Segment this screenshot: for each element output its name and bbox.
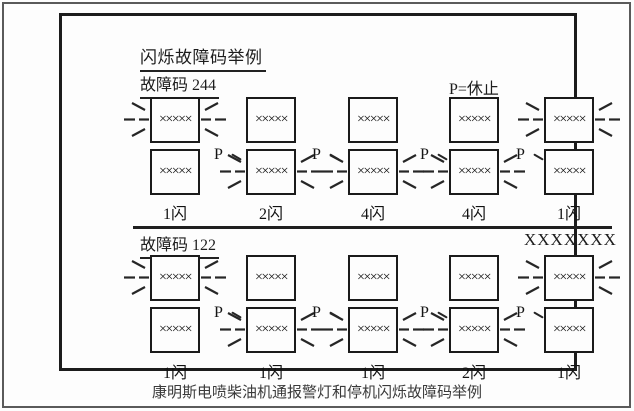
lamp-cell: ×××××: [449, 97, 499, 143]
lamp-box: ×××××: [246, 149, 296, 195]
lamp-cell: ×××××: [150, 149, 200, 195]
lamp-x-text: ×××××: [159, 270, 192, 285]
lamp-box: ×××××: [449, 97, 499, 143]
flash-count-label: 1闪: [556, 365, 581, 382]
lamp-cell: ×××××: [449, 307, 499, 353]
lamp-cell: ×××××: [150, 97, 200, 143]
lamp-cell: ×××××: [544, 307, 594, 353]
lamp-cell: ×××××: [348, 97, 398, 143]
pause-mark: P: [214, 146, 228, 164]
lamp-box: ×××××: [544, 149, 594, 195]
lamp-x-text: ×××××: [553, 322, 586, 337]
lamp-cell: ×××××: [348, 255, 398, 301]
lamp-box: ×××××: [449, 149, 499, 195]
lamp-box: ×××××: [150, 255, 200, 301]
lamp-cell: ×××××: [348, 307, 398, 353]
lamp-x-text: ×××××: [458, 112, 491, 127]
pause-mark: P: [516, 304, 530, 322]
lamp-x-text: ×××××: [255, 322, 288, 337]
lamp-box: ×××××: [246, 255, 296, 301]
lamp-x-text: ×××××: [357, 270, 390, 285]
lamp-box: ×××××: [348, 149, 398, 195]
flash-count-label: 1闪: [162, 206, 187, 223]
lamp-cell: ×××××: [150, 255, 200, 301]
flash-count-label: 1闪: [258, 365, 283, 382]
lamp-box: ×××××: [544, 255, 594, 301]
lamp-box: ×××××: [449, 307, 499, 353]
lamp-box: ×××××: [544, 97, 594, 143]
lamp-box: ×××××: [449, 255, 499, 301]
flash-count-label: 2闪: [258, 206, 283, 223]
flash-count-label: 1闪: [360, 365, 385, 382]
lamp-cell: ×××××: [246, 307, 296, 353]
lamp-x-text: ×××××: [159, 322, 192, 337]
lamp-x-text: ×××××: [357, 112, 390, 127]
lamp-cell: ×××××: [544, 255, 594, 301]
flash-count-label: 4闪: [461, 206, 486, 223]
lamp-box: ×××××: [348, 97, 398, 143]
pause-mark: P: [516, 146, 530, 164]
lamp-x-text: ×××××: [553, 164, 586, 179]
lamp-x-text: ×××××: [255, 270, 288, 285]
lamp-cell: ×××××: [449, 149, 499, 195]
lamp-x-text: ×××××: [255, 112, 288, 127]
lamp-cell: ×××××: [544, 149, 594, 195]
lamp-cell: ×××××: [544, 97, 594, 143]
pause-mark: P: [214, 304, 228, 322]
diagram-frame: 闪烁故障码举例 故障码 244 P=休止 ××××× ××××× ××××× ×…: [59, 13, 577, 382]
pause-mark: P: [420, 146, 434, 164]
lamp-cell: ×××××: [246, 149, 296, 195]
flash-count-label: 2闪: [461, 365, 486, 382]
lamp-box: ×××××: [150, 97, 200, 143]
lamp-box: ×××××: [348, 307, 398, 353]
flash-count-label: 1闪: [162, 365, 187, 382]
lamp-x-text: ×××××: [357, 164, 390, 179]
lamp-box: ×××××: [246, 97, 296, 143]
lamp-box: ×××××: [150, 307, 200, 353]
lamp-box: ×××××: [150, 149, 200, 195]
lamp-x-text: ×××××: [159, 164, 192, 179]
section-separator: [133, 226, 612, 229]
pause-mark: P: [312, 304, 326, 322]
lamp-x-text: ×××××: [553, 270, 586, 285]
lamp-x-text: ×××××: [255, 164, 288, 179]
lamp-x-text: ×××××: [458, 322, 491, 337]
placeholder-x-text: XXXXXXX: [524, 230, 617, 249]
lamp-x-text: ×××××: [458, 164, 491, 179]
fault-code-244-label: 故障码 244: [140, 71, 220, 99]
lamp-cell: ×××××: [246, 97, 296, 143]
lamp-box: ×××××: [544, 307, 594, 353]
lamp-cell: ×××××: [348, 149, 398, 195]
figure-caption: 康明斯电喷柴油机通报警灯和停机闪烁故障码举例: [151, 384, 482, 401]
lamp-box: ×××××: [348, 255, 398, 301]
lamp-box: ×××××: [246, 307, 296, 353]
pause-mark: P: [312, 146, 326, 164]
pause-mark: P: [420, 304, 434, 322]
lamp-x-text: ×××××: [159, 112, 192, 127]
lamp-cell: ×××××: [246, 255, 296, 301]
flash-count-label: 1闪: [556, 206, 581, 223]
lamp-x-text: ×××××: [553, 112, 586, 127]
flash-count-label: 4闪: [360, 206, 385, 223]
lamp-x-text: ×××××: [458, 270, 491, 285]
lamp-cell: ×××××: [150, 307, 200, 353]
lamp-x-text: ×××××: [357, 322, 390, 337]
diagram-title: 闪烁故障码举例: [140, 43, 266, 72]
lamp-cell: ×××××: [449, 255, 499, 301]
pause-legend: P=休止: [449, 81, 499, 98]
